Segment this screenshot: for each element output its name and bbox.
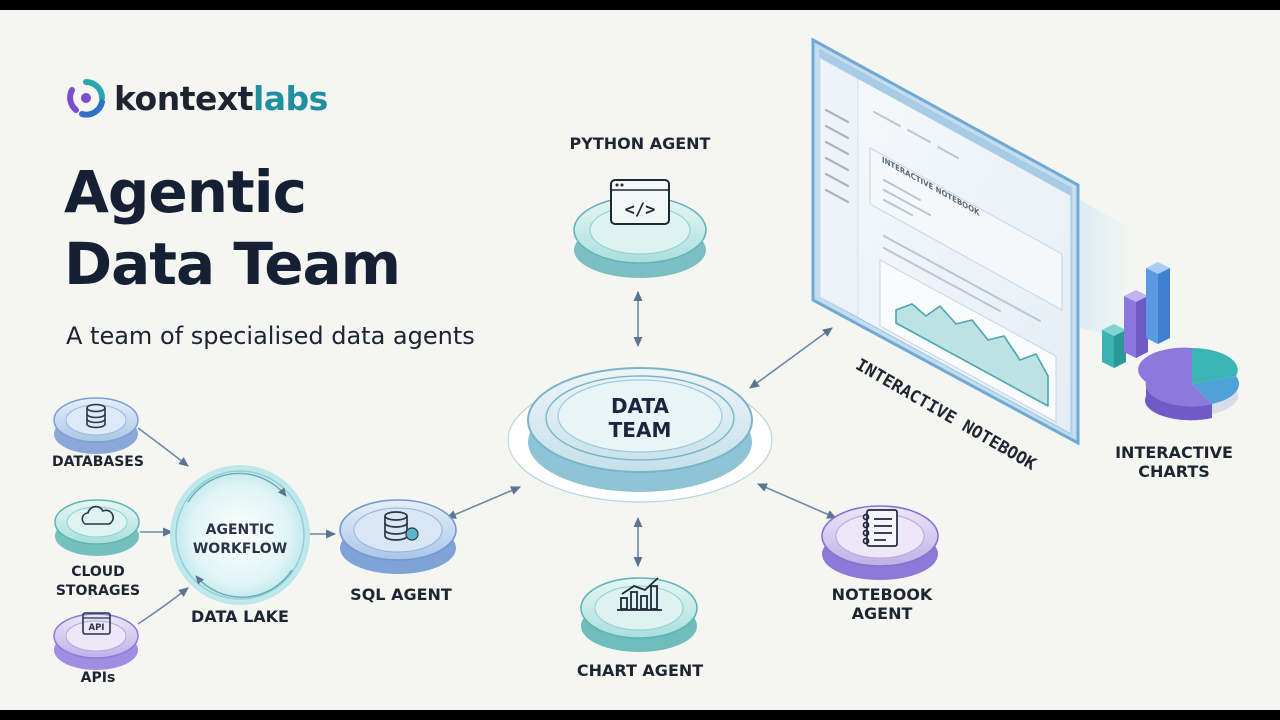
sql-agent-label: SQL AGENT: [350, 585, 452, 604]
python-agent-label: PYTHON AGENT: [569, 134, 711, 153]
notebook-agent-line-2: AGENT: [851, 604, 913, 623]
agentic-workflow-line-2: WORKFLOW: [192, 541, 288, 557]
infographic: API </>: [0, 10, 1280, 710]
data-team-line-1: DATA: [610, 394, 670, 418]
notebook-agent-label: NOTEBOOK AGENT: [832, 585, 933, 623]
data-lake-label: DATA LAKE: [191, 607, 289, 626]
code-window-icon: </>: [610, 179, 670, 225]
connectors: [137, 290, 838, 625]
notebook-area-chart: [895, 303, 1049, 407]
database-gear-icon: [384, 511, 419, 541]
cloud-storages-label-line-2: STORAGES: [55, 583, 141, 599]
interactive-charts-label: INTERACTIVE CHARTS: [1115, 443, 1233, 481]
notebook-agent-line-1: NOTEBOOK: [831, 585, 933, 604]
brand-name: kontextlabs: [114, 79, 328, 118]
arrow-hub-notebook-panel: [749, 327, 833, 389]
cloud-icon: [81, 505, 114, 525]
kontextlabs-logo-icon: [67, 79, 105, 118]
title-line-2: Data Team: [64, 230, 401, 298]
apis-label: APIs: [80, 670, 116, 686]
notebook-icon: [862, 509, 898, 547]
diagram-canvas: API </>: [53, 37, 1240, 670]
data-team-line-2: TEAM: [608, 418, 672, 442]
cloud-storages-node: [54, 499, 140, 556]
database-icon: [86, 403, 106, 429]
apis-node: [53, 613, 139, 670]
notebook-screen: INTERACTIVE NOTEBOOK: [811, 37, 1130, 446]
chart-agent-node: [580, 577, 698, 652]
chart-agent-label: CHART AGENT: [576, 661, 704, 680]
data-team-hub: [507, 367, 773, 503]
databases-label: DATABASES: [52, 454, 144, 470]
api-icon: API: [82, 612, 111, 635]
cloud-storages-label: CLOUD STORAGES: [56, 563, 140, 601]
sql-agent-node: [339, 499, 457, 574]
interactive-charts-line-1: INTERACTIVE: [1115, 443, 1233, 462]
api-icon-text: API: [89, 623, 105, 633]
databases-node: [53, 397, 139, 454]
arrow-apis-workflow: [137, 587, 189, 625]
agentic-workflow-node: [170, 465, 310, 605]
arrow-hub-sql: [445, 486, 522, 519]
agentic-workflow-label: AGENTIC WORKFLOW: [193, 521, 287, 559]
bar-chart-icon: [617, 577, 662, 611]
code-icon-text: </>: [625, 200, 656, 220]
arrow-hub-notebook-agent: [756, 483, 838, 519]
page-title: Agentic Data Team: [64, 156, 401, 300]
brand-logo: kontextlabs: [66, 70, 328, 126]
interactive-charts-graphic: [1102, 262, 1240, 421]
title-line-1: Agentic: [64, 158, 307, 226]
page-subtitle: A team of specialised data agents: [66, 322, 475, 350]
brand-name-part1: kontext: [114, 78, 253, 118]
data-team-label: DATA TEAM: [609, 394, 672, 442]
arrow-databases-workflow: [137, 427, 189, 467]
interactive-charts-line-2: CHARTS: [1138, 462, 1210, 481]
brand-name-part2: labs: [252, 78, 328, 118]
agentic-workflow-line-1: AGENTIC: [205, 522, 275, 538]
cloud-storages-label-line-1: CLOUD: [71, 564, 125, 580]
